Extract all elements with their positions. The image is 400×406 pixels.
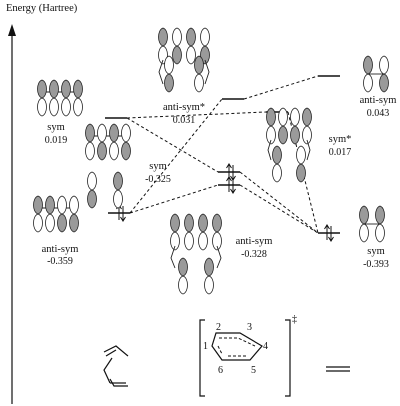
label-left-sym: sym <box>47 122 65 133</box>
value-ts-antisym-star: 0.031 <box>173 115 196 126</box>
label-right-antisym: anti-sym <box>360 95 397 106</box>
orbital-right-sym <box>359 205 385 243</box>
ts-structure: 1 2 3 4 5 6 ‡ <box>199 314 297 397</box>
ts-double-dagger: ‡ <box>292 314 297 325</box>
label-ts-sym-star: sym* <box>329 134 352 145</box>
electron-pair-ts-antisym <box>226 176 236 194</box>
label-ts-sym: sym <box>149 161 167 172</box>
ethylene-structure <box>326 366 350 372</box>
electron-pair-right <box>324 224 334 242</box>
orbital-ts-antisym <box>170 213 222 295</box>
value-left-sym: 0.019 <box>45 135 68 146</box>
atom-4: 4 <box>263 341 268 352</box>
atom-6: 6 <box>218 365 223 376</box>
value-ts-sym-star: 0.017 <box>329 147 352 158</box>
orbital-right-antisym <box>363 55 389 93</box>
correlation-lines <box>126 75 319 234</box>
orbital-left-mid <box>85 123 131 161</box>
atom-2: 2 <box>216 322 221 333</box>
orbital-left-antisym <box>33 195 79 233</box>
butadiene-structure <box>103 345 129 387</box>
orbital-left-sym <box>37 79 83 117</box>
value-right-antisym: 0.043 <box>367 108 390 119</box>
atom-5: 5 <box>251 365 256 376</box>
label-right-sym: sym <box>367 246 385 257</box>
value-ts-antisym: -0.328 <box>241 249 267 260</box>
value-left-antisym: -0.359 <box>47 256 73 267</box>
atom-3: 3 <box>247 322 252 333</box>
atom-1: 1 <box>203 341 208 352</box>
label-left-antisym: anti-sym <box>42 244 79 255</box>
axis-title: Energy (Hartree) <box>6 3 78 14</box>
orbital-left-pair <box>87 171 123 209</box>
energy-axis: Energy (Hartree) <box>6 3 78 404</box>
value-ts-sym: -0.325 <box>145 174 171 185</box>
label-ts-antisym-star: anti-sym* <box>163 102 205 113</box>
label-ts-antisym: anti-sym <box>236 236 273 247</box>
orbital-ts-antisym-star <box>158 27 210 93</box>
orbital-ts-sym-star <box>266 107 312 183</box>
value-right-sym: -0.393 <box>363 259 389 270</box>
